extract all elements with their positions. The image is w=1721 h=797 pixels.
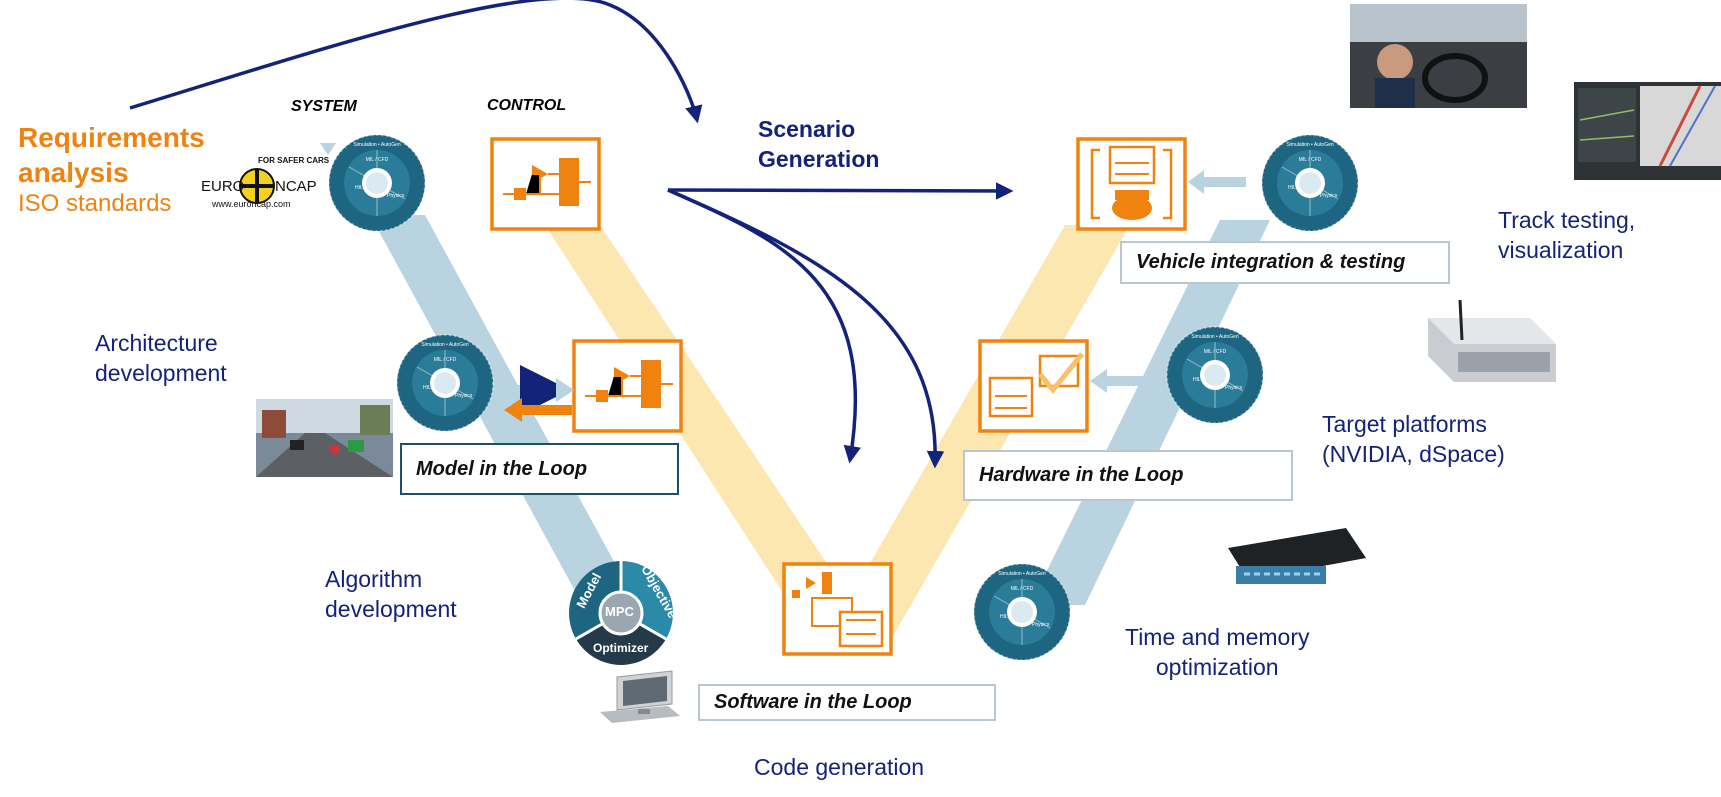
mpc-center-label: MPC <box>605 604 634 619</box>
ncap-ncap-word: NCAP <box>275 178 317 195</box>
euroncap-logo <box>239 168 275 204</box>
arrow-wheel-to-hardware-head <box>1090 369 1107 393</box>
mpc-optimizer-label: Optimizer <box>593 641 649 655</box>
code-generation-label: Code generation <box>754 754 925 780</box>
vehicle-integration-box: Vehicle integration & testing <box>1120 241 1450 284</box>
scenario-arrow-hil <box>667 188 945 469</box>
scenario-arrows <box>667 182 1014 469</box>
ncap-url: www.euroncap.com <box>212 199 291 209</box>
v-orange-band <box>545 225 885 650</box>
hardware-in-the-loop-label: Hardware in the Loop <box>979 464 1184 486</box>
requirements-curve-arrow <box>129 0 703 124</box>
arrow-wheel-to-model-head <box>556 378 574 402</box>
wheel-time-memory <box>973 563 1071 661</box>
vehicle-integration-label: Vehicle integration & testing <box>1136 251 1406 273</box>
requirements-title-line1: Requirements <box>18 122 205 153</box>
nvidia-board-image <box>1228 528 1366 584</box>
model-in-the-loop-label: Model in the Loop <box>416 457 588 480</box>
scenario-generation-label: Scenario Generation <box>758 116 880 172</box>
v-blue-band-left <box>370 215 635 600</box>
algorithm-development-label: Algorithm development <box>325 566 457 622</box>
v-model-bands <box>370 215 1270 650</box>
target-box-image <box>1428 299 1556 382</box>
software-in-the-loop-label: Software in the Loop <box>714 691 912 713</box>
wheel-vehicle <box>1261 134 1359 232</box>
ncap-euro-word: EURO <box>201 178 245 195</box>
track-testing-label: Track testing, visualization <box>1498 207 1636 263</box>
arrow-wheel-to-vehicle-head <box>1188 170 1204 194</box>
pointer-triangle <box>320 143 336 155</box>
requirements-title-line2: analysis <box>18 157 129 188</box>
system-label: SYSTEM <box>291 98 357 115</box>
architecture-development-label: Architecture development <box>95 330 227 386</box>
desktop-computer-image <box>600 670 680 723</box>
driver-photo <box>1350 4 1527 108</box>
wheel-model-in-loop <box>396 334 494 432</box>
software-in-the-loop-box: Software in the Loop <box>698 684 996 721</box>
v-orange-band-right <box>820 225 1130 650</box>
scenario-arrow-vehicle <box>667 182 1014 200</box>
hardware-in-the-loop-box: Hardware in the Loop <box>963 450 1293 501</box>
iso-standards-label: ISO standards <box>18 190 172 217</box>
visualization-screenshot <box>1574 82 1721 180</box>
wheel-hardware <box>1166 326 1264 424</box>
model-in-the-loop-box: Model in the Loop <box>400 443 679 495</box>
target-platforms-label: Target platforms (NVIDIA, dSpace) <box>1322 411 1505 467</box>
model-loop-block <box>572 339 683 433</box>
ncap-arc-text: FOR SAFER CARS <box>258 156 330 165</box>
v-blue-band-right <box>1030 220 1270 605</box>
mpc-segment-optimizer <box>576 613 666 665</box>
vehicle-block <box>1076 137 1187 231</box>
hardware-loop-block <box>978 339 1089 433</box>
control-block <box>490 137 601 231</box>
control-label: CONTROL <box>487 97 567 114</box>
time-memory-label: Time and memory optimization <box>1125 624 1310 680</box>
arrow-model-to-wheel-head <box>504 398 522 422</box>
requirements-title: Requirements analysis <box>18 120 205 190</box>
mpc-wheel <box>569 561 673 665</box>
wheel-system <box>328 134 426 232</box>
software-loop-block <box>782 562 893 656</box>
city-simulation-image <box>256 399 393 477</box>
